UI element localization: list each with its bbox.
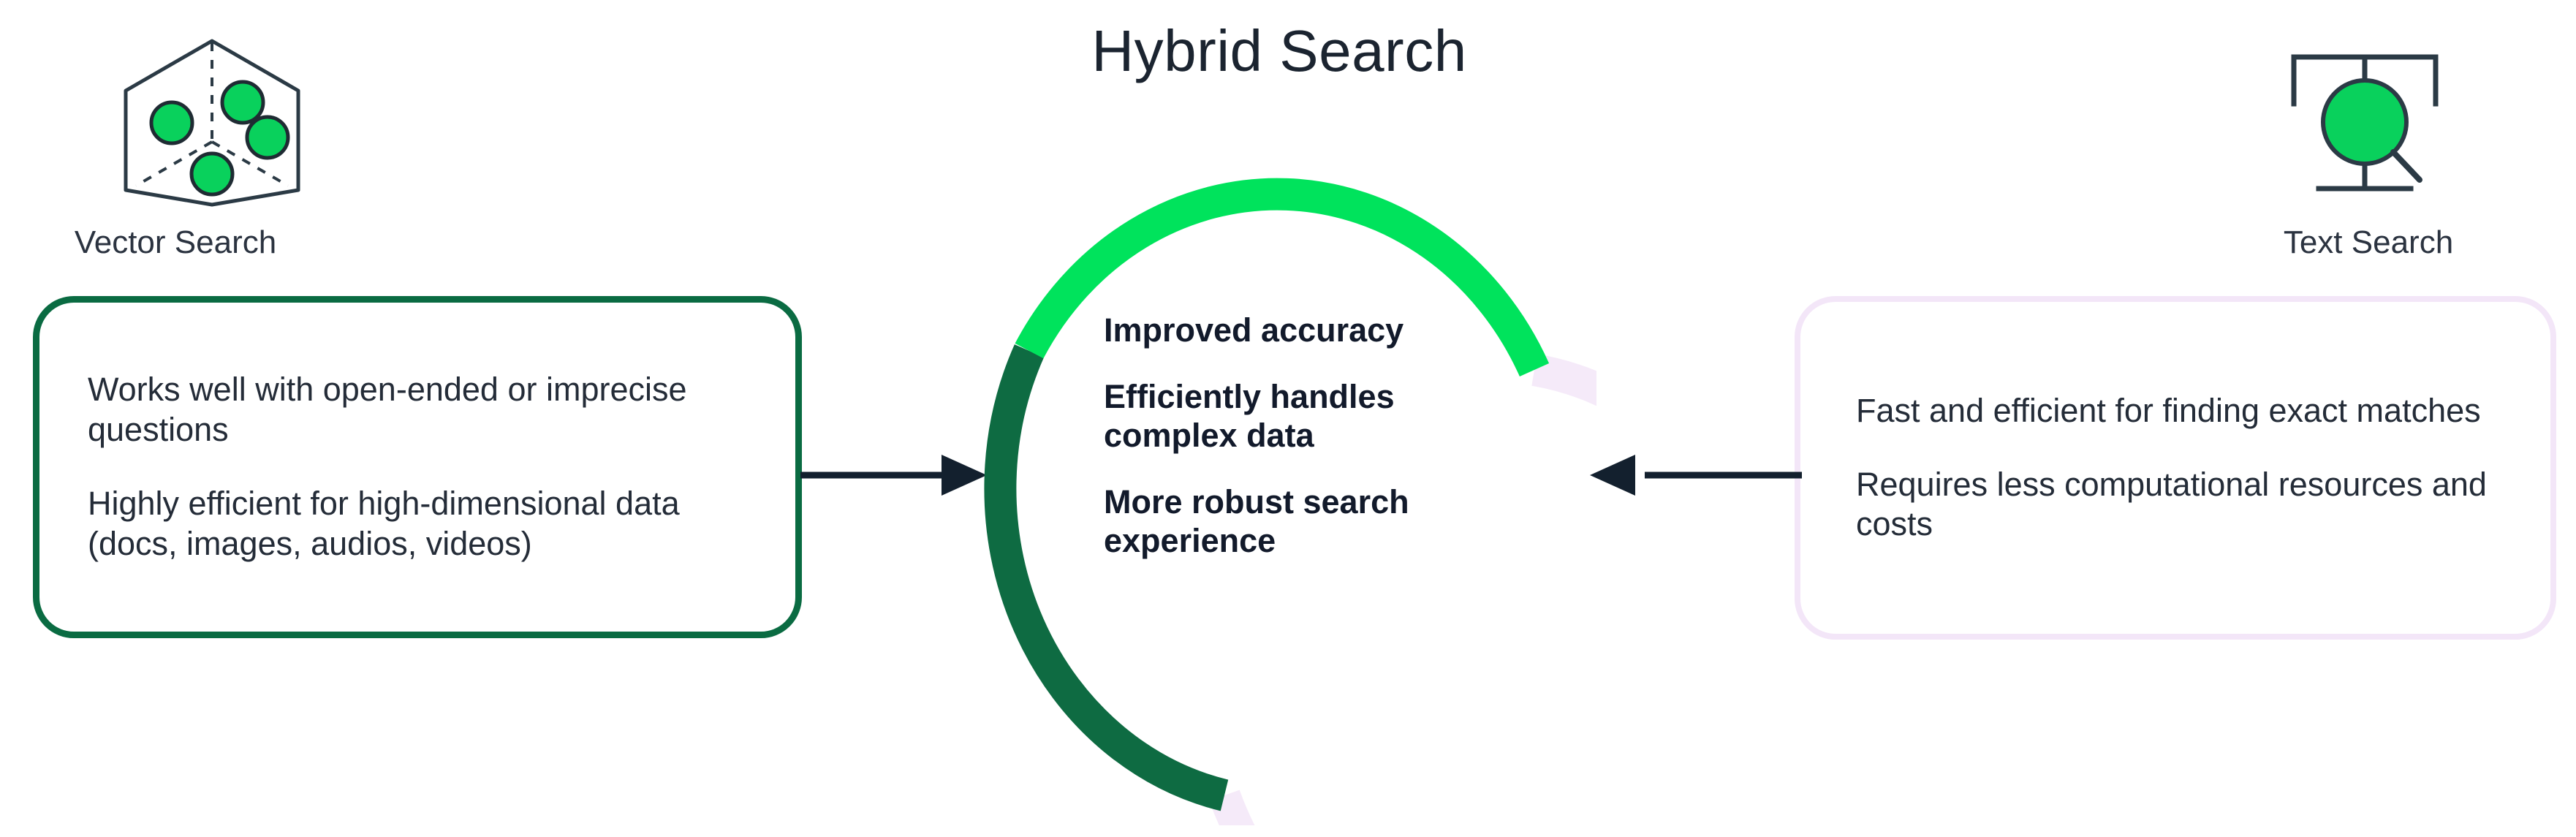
- text-search-benefits-box: Fast and efficient for finding exact mat…: [1795, 296, 2556, 640]
- page-title: Hybrid Search: [1091, 18, 1467, 83]
- vector-benefit-2: Highly efficient for high-dimensional da…: [88, 485, 680, 562]
- hexagon-vector-search-icon: [117, 35, 307, 211]
- vector-search-benefits-box: Works well with open-ended or imprecise …: [33, 296, 802, 638]
- text-benefit-2: Requires less computational resources an…: [1856, 465, 2487, 543]
- text-search-magnifier-icon: [2273, 37, 2456, 212]
- text-search-label: Text Search: [2283, 224, 2454, 260]
- arrow-left-to-center-icon: [800, 446, 990, 504]
- text-benefit-1: Fast and efficient for finding exact mat…: [1856, 391, 2481, 429]
- vector-search-label: Vector Search: [74, 224, 277, 260]
- vector-benefit-1: Works well with open-ended or imprecise …: [88, 371, 687, 449]
- hybrid-benefit-3: More robust search experience: [1104, 483, 1409, 560]
- hybrid-search-benefits-list: Improved accuracy Efficiently handles co…: [1104, 311, 1513, 560]
- hybrid-benefit-2: Efficiently handles complex data: [1104, 378, 1395, 455]
- arrow-right-to-center-icon: [1590, 446, 1802, 504]
- hybrid-benefit-1: Improved accuracy: [1104, 311, 1404, 349]
